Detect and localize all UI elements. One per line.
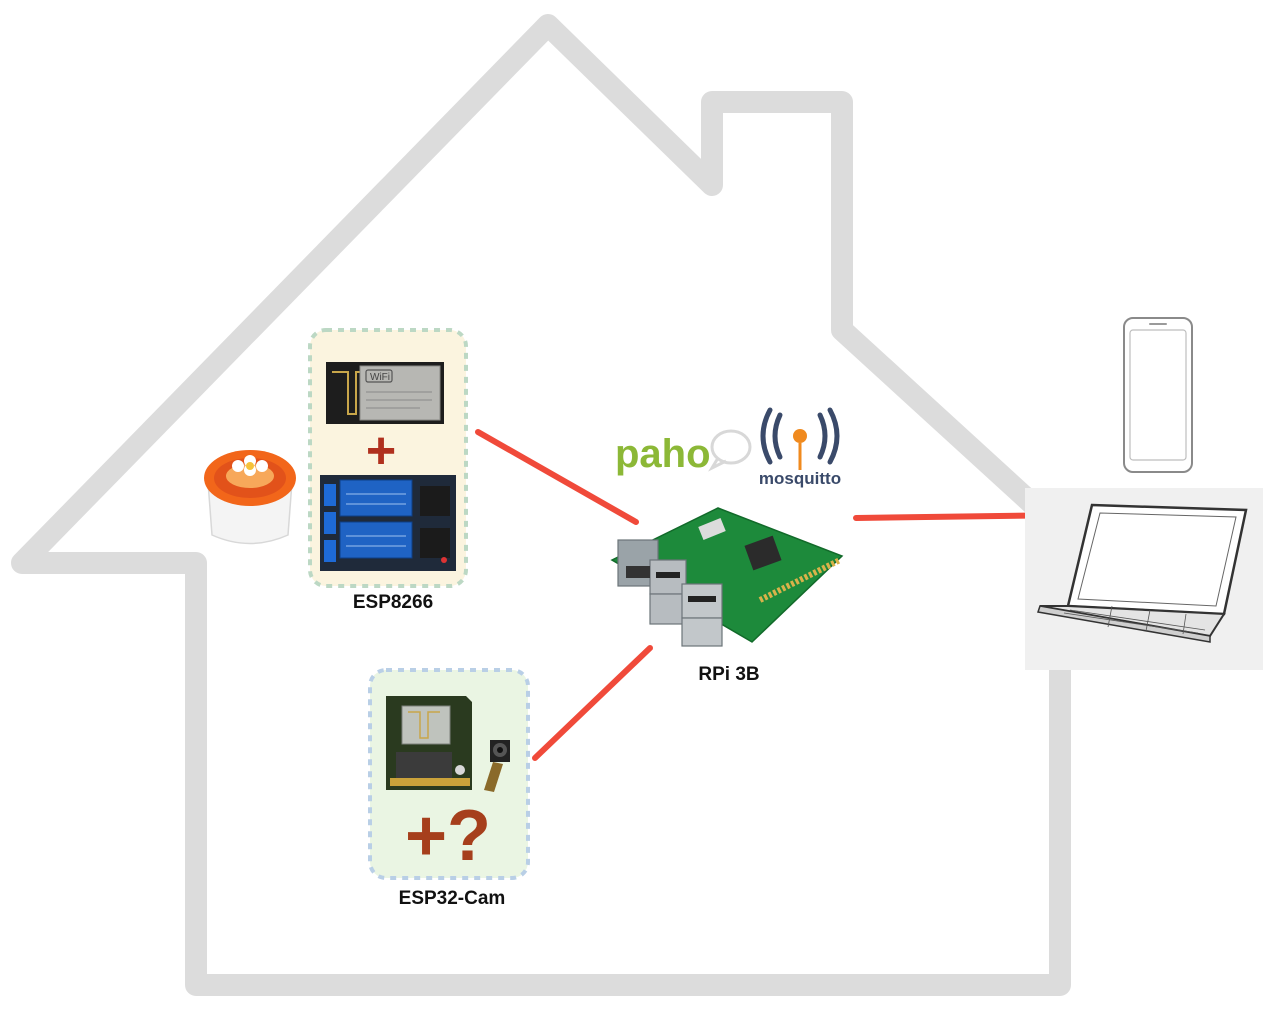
esp32-cam-board-icon [386, 696, 472, 790]
chat-bubble-icon [708, 429, 752, 472]
esp8266-label: ESP8266 [353, 592, 433, 613]
relay-module-icon [320, 475, 456, 571]
plus-question-sign: +? [405, 796, 491, 876]
rpi-label: RPi 3B [698, 664, 759, 685]
plus-sign: + [366, 422, 396, 480]
laptop-icon [1025, 488, 1263, 670]
raspberry-pi-board-icon [610, 507, 844, 647]
esp32cam-label: ESP32-Cam [399, 888, 506, 909]
camera-module-icon [484, 740, 510, 792]
broadcast-antenna-icon [760, 407, 840, 465]
pet-water-fountain-icon [198, 440, 300, 552]
house-outline [11, 14, 1108, 996]
link-esp8266-rpi [475, 429, 639, 525]
link-esp32cam-rpi [532, 645, 653, 761]
wifi-chip-icon: WiFi [326, 362, 444, 424]
smartphone-icon [1123, 317, 1193, 473]
mosquitto-logo: mosquitto [759, 407, 841, 488]
wifi-chip-label: WiFi [370, 372, 390, 383]
paho-logo-text: paho [615, 432, 711, 476]
mosquitto-logo-text: mosquitto [759, 469, 841, 488]
paho-logo: paho [615, 429, 752, 476]
